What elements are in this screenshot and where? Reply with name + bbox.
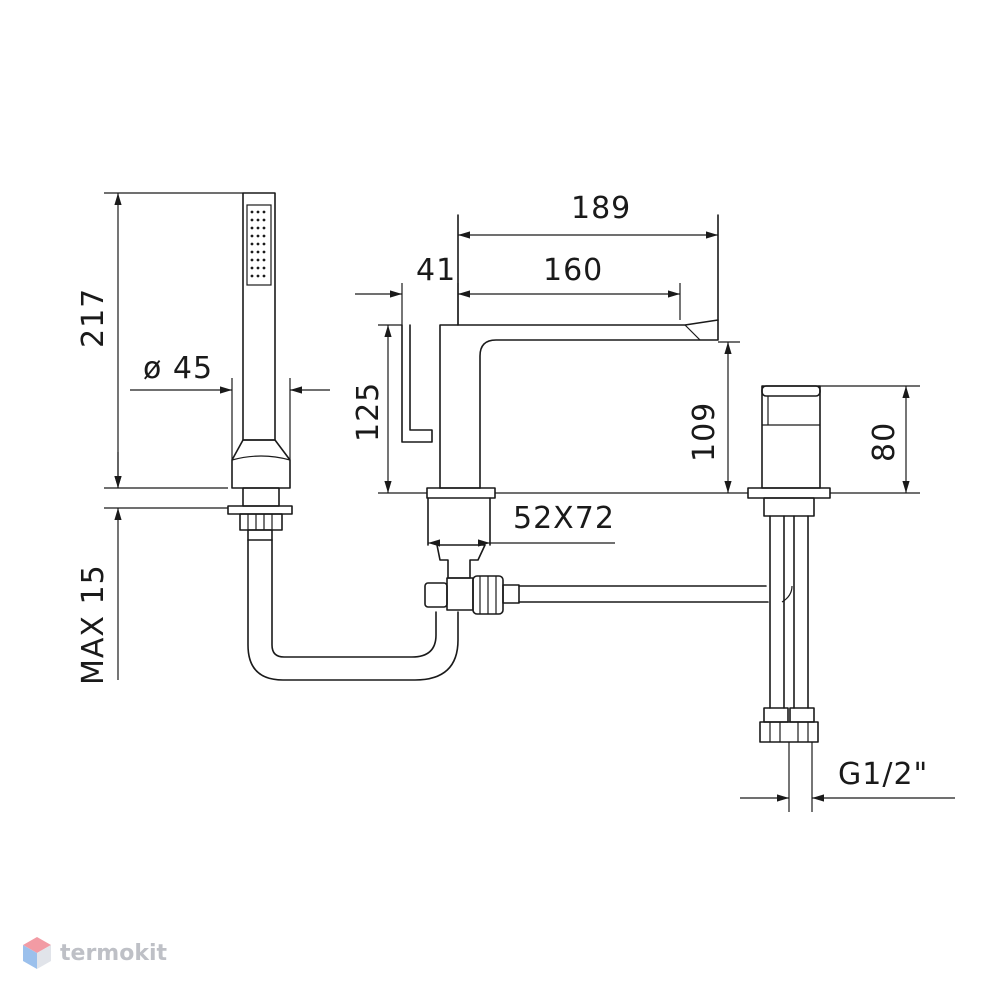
dim-217-label: 217 — [76, 288, 111, 348]
supply-tube — [518, 585, 793, 603]
hand-shower — [227, 192, 459, 681]
diverter-control — [747, 385, 831, 812]
logo-icon — [23, 937, 51, 969]
watermark-logo: termokit — [22, 936, 167, 970]
dimension-lines — [104, 192, 955, 802]
dim-thread-label: G1/2" — [838, 757, 928, 792]
dim-52x72-label: 52X72 — [513, 501, 615, 536]
dim-189-label: 189 — [571, 191, 631, 226]
dim-160-label: 160 — [543, 253, 603, 288]
watermark-text: termokit — [60, 940, 168, 966]
dim-diameter-45-label: ø 45 — [143, 351, 213, 386]
dim-109-label: 109 — [687, 402, 722, 462]
dim-max15-label: MAX 15 — [76, 564, 111, 685]
dim-80-label: 80 — [867, 422, 902, 462]
dim-41-label: 41 — [416, 253, 456, 288]
spray-holes — [250, 210, 266, 278]
spout-body — [401, 214, 719, 615]
dim-125-label: 125 — [351, 382, 386, 442]
